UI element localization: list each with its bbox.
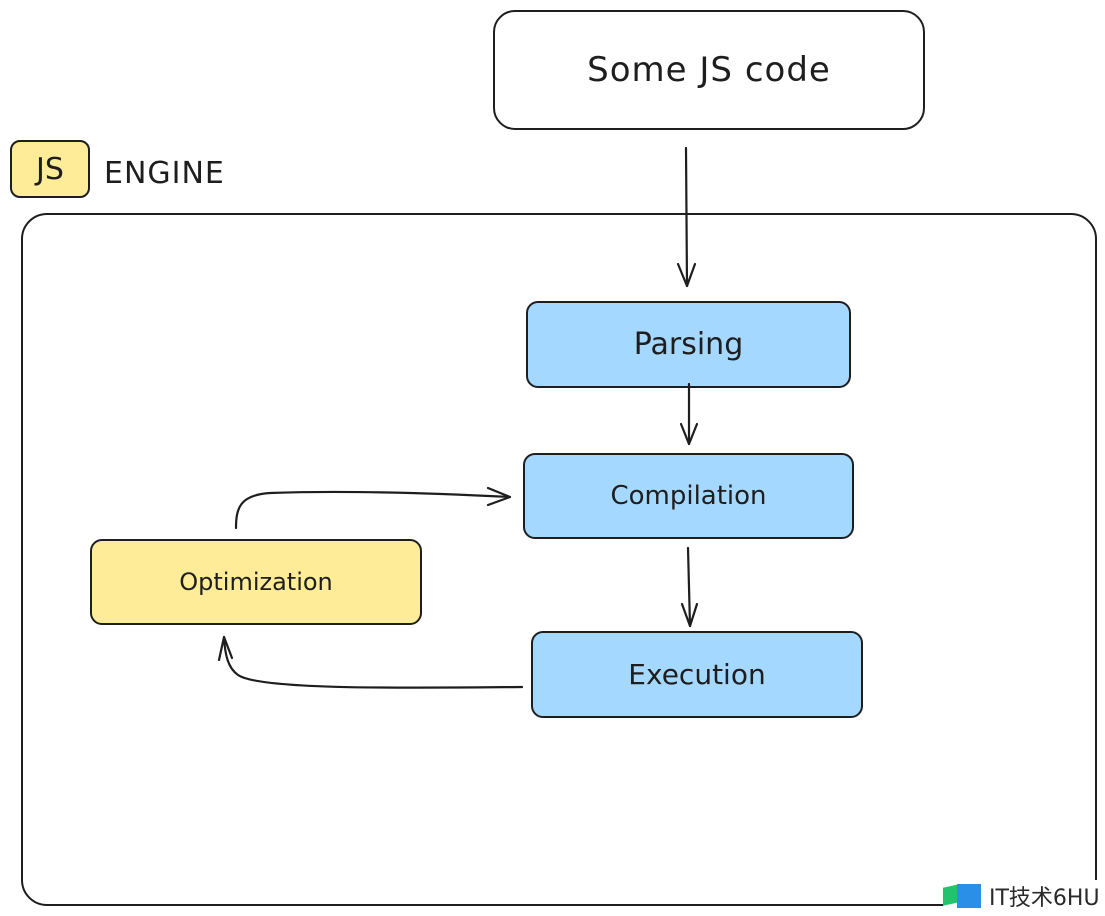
parsing-stage: Parsing [526,301,851,388]
watermark-logo-icon [943,882,983,910]
optimization-label: Optimization [179,568,333,596]
execution-label: Execution [628,658,766,691]
watermark: IT技术6HU [943,880,1104,912]
execution-stage: Execution [531,631,863,718]
js-badge-label: JS [36,151,64,187]
js-badge: JS [10,140,90,198]
optimization-stage: Optimization [90,539,422,625]
engine-label: ENGINE [104,156,225,191]
source-code-box: Some JS code [493,10,925,130]
compilation-label: Compilation [610,481,767,511]
parsing-label: Parsing [633,327,744,362]
js-engine-container [21,213,1097,906]
watermark-text: IT技术6HU [989,886,1100,911]
compilation-stage: Compilation [523,453,854,539]
source-code-label: Some JS code [587,50,831,90]
